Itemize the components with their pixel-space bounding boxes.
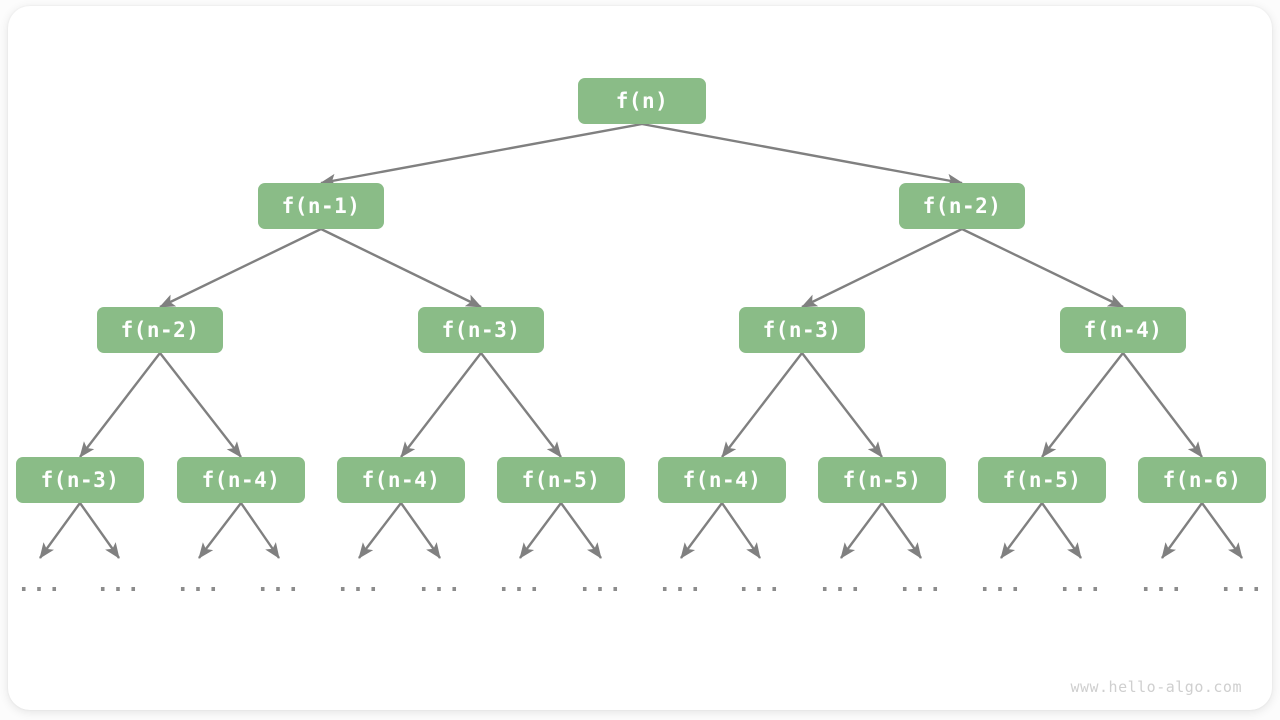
tree-node[interactable]: f(n-3) (418, 307, 544, 353)
tree-ellipsis: ... (658, 572, 704, 597)
tree-node-box[interactable] (818, 457, 946, 503)
tree-edge-arrow (320, 122, 643, 187)
tree-node-label: f(n-5) (522, 468, 601, 492)
tree-nodes: f(n) f(n-1) f(n-2) f(n-2) f(n-3) f(n-3) f(n-4)… (16, 78, 1266, 597)
tree-ellipsis: ... (417, 572, 463, 597)
tree-ellipsis: ... (1219, 572, 1265, 597)
tree-node-box[interactable] (177, 457, 305, 503)
tree-edge-arrow (1041, 352, 1124, 458)
tree-node-label: f(n) (616, 89, 669, 113)
tree-ellipsis: ... (1058, 572, 1104, 597)
tree-node[interactable]: f(n-4) (177, 457, 305, 503)
tree-edge-arrow (79, 352, 161, 458)
tree-edge-arrow (1201, 502, 1243, 559)
tree-edge-arrow (400, 352, 482, 458)
tree-node-label: f(n-3) (763, 318, 842, 342)
tree-edge-arrow (39, 502, 81, 559)
tree-edge-arrow (198, 502, 242, 559)
tree-ellipsis: ... (176, 572, 222, 597)
tree-node[interactable]: f(n-5) (978, 457, 1106, 503)
tree-node-box[interactable] (978, 457, 1106, 503)
tree-ellipsis: ... (96, 572, 142, 597)
tree-edge-arrow (721, 352, 803, 458)
tree-node-label: f(n-4) (362, 468, 441, 492)
tree-node-box[interactable] (899, 183, 1025, 229)
tree-node[interactable]: f(n-5) (818, 457, 946, 503)
tree-edge-arrow (1041, 502, 1082, 559)
tree-edge-arrow (840, 502, 883, 559)
tree-ellipsis: ... (17, 572, 63, 597)
tree-node-label: f(n-3) (41, 468, 120, 492)
tree-node-box[interactable] (418, 307, 544, 353)
tree-edge-arrow (1000, 502, 1043, 559)
tree-ellipsis: ... (737, 572, 783, 597)
tree-node[interactable]: f(n-2) (899, 183, 1025, 229)
tree-node[interactable]: f(n-3) (16, 457, 144, 503)
tree-node-label: f(n-4) (683, 468, 762, 492)
tree-edge-arrow (519, 502, 562, 559)
tree-edge-arrow (560, 502, 602, 559)
tree-edge-arrow (1161, 502, 1203, 559)
tree-node[interactable]: f(n-2) (97, 307, 223, 353)
tree-node-label: f(n-2) (121, 318, 200, 342)
tree-node-box[interactable] (578, 78, 706, 124)
tree-node[interactable]: f(n-6) (1138, 457, 1266, 503)
tree-edges (39, 122, 1243, 559)
tree-node-label: f(n-4) (202, 468, 281, 492)
tree-edge-arrow (480, 352, 562, 458)
tree-node[interactable]: f(n-4) (1060, 307, 1186, 353)
tree-node-label: f(n-3) (442, 318, 521, 342)
tree-ellipsis: ... (978, 572, 1024, 597)
watermark-label: www.hello-algo.com (1070, 678, 1242, 696)
tree-ellipsis: ... (818, 572, 864, 597)
tree-node-label: f(n-1) (282, 194, 361, 218)
tree-edge-arrow (801, 352, 883, 458)
tree-ellipsis: ... (497, 572, 543, 597)
tree-edge-arrow (641, 122, 963, 187)
tree-node-box[interactable] (1138, 457, 1266, 503)
tree-edge-arrow (79, 502, 120, 559)
tree-ellipsis: ... (1139, 572, 1185, 597)
tree-edge-arrow (240, 502, 280, 559)
tree-node-box[interactable] (337, 457, 465, 503)
tree-edge-arrow (801, 227, 963, 309)
tree-edge-arrow (358, 502, 402, 559)
tree-node-box[interactable] (739, 307, 865, 353)
tree-node[interactable]: f(n-4) (658, 457, 786, 503)
tree-edge-arrow (159, 227, 322, 309)
tree-node-label: f(n-5) (843, 468, 922, 492)
tree-node-label: f(n-4) (1084, 318, 1163, 342)
tree-ellipsis: ... (256, 572, 302, 597)
tree-edge-arrow (1122, 352, 1203, 458)
tree-node[interactable]: f(n-4) (337, 457, 465, 503)
tree-ellipsis: ... (898, 572, 944, 597)
tree-node-label: f(n-5) (1003, 468, 1082, 492)
tree-node-box[interactable] (97, 307, 223, 353)
tree-node-label: f(n-2) (923, 194, 1002, 218)
tree-edge-arrow (159, 352, 242, 458)
tree-node-box[interactable] (16, 457, 144, 503)
tree-edge-arrow (961, 227, 1124, 309)
tree-node-box[interactable] (1060, 307, 1186, 353)
tree-node-box[interactable] (497, 457, 625, 503)
tree-ellipsis: ... (578, 572, 624, 597)
tree-node[interactable]: f(n-1) (258, 183, 384, 229)
tree-node[interactable]: f(n) (578, 78, 706, 124)
tree-node-label: f(n-6) (1163, 468, 1242, 492)
tree-node[interactable]: f(n-3) (739, 307, 865, 353)
tree-node-box[interactable] (658, 457, 786, 503)
tree-edge-arrow (400, 502, 441, 559)
tree-node-box[interactable] (258, 183, 384, 229)
tree-node[interactable]: f(n-5) (497, 457, 625, 503)
tree-edge-arrow (680, 502, 723, 559)
tree-edge-arrow (320, 227, 482, 309)
tree-edge-arrow (721, 502, 761, 559)
tree-edge-arrow (881, 502, 922, 559)
tree-ellipsis: ... (336, 572, 382, 597)
